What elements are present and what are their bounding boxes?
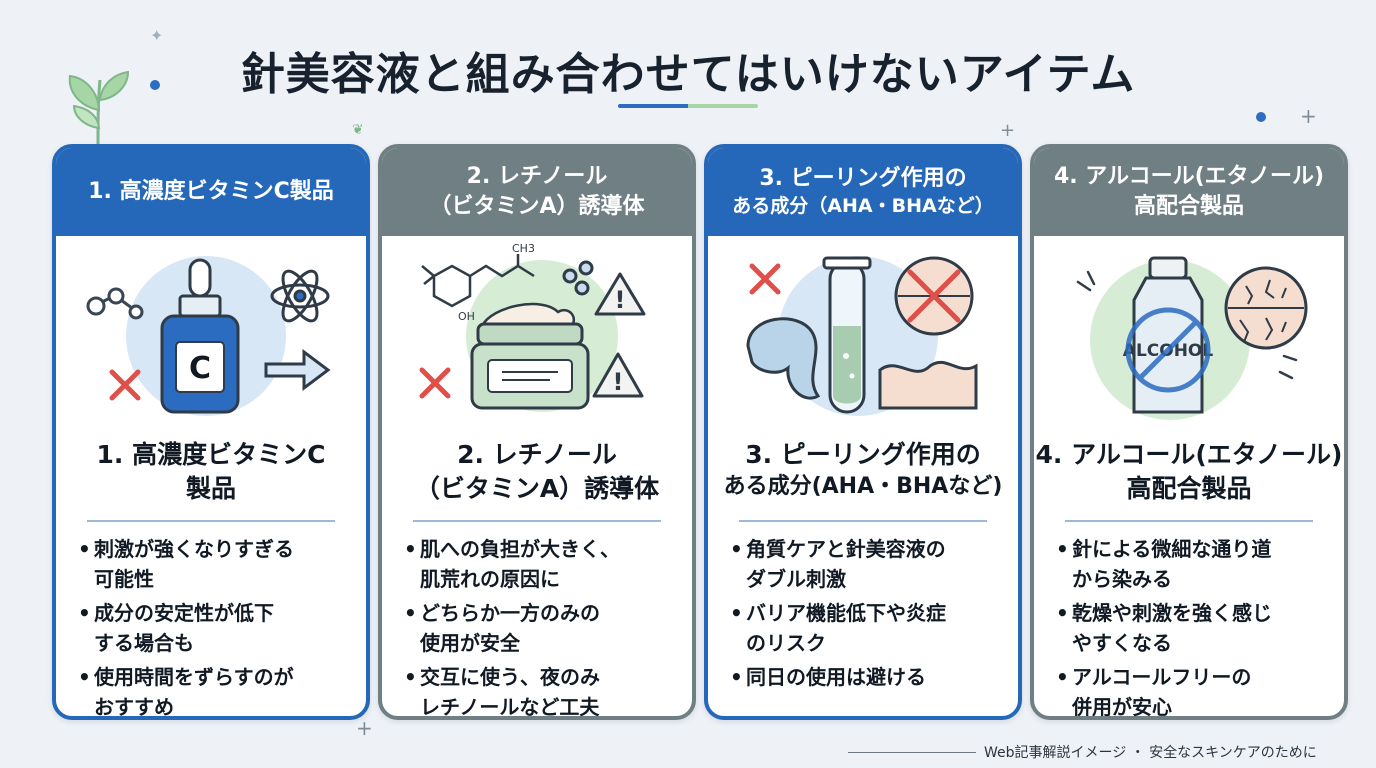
card-header: 4. アルコール(エタノール) 高配合製品: [1034, 148, 1344, 236]
card-header-text: 4. アルコール(エタノール): [1053, 164, 1325, 190]
bullet-item: 角質ケアと針美容液の: [730, 534, 1000, 564]
card-header: 3. ピーリング作用の ある成分（AHA・BHAなど）: [708, 148, 1018, 236]
card-title-line: 3. ピーリング作用の: [745, 440, 981, 469]
bullet-item: 同日の使用は避ける: [730, 662, 1000, 692]
bullet-continuation: ダブル刺激: [746, 567, 846, 591]
plant-sprout-icon: [68, 70, 130, 149]
arrow-right-icon: [264, 349, 331, 391]
bullet-item: 交互に使う、夜のみ: [404, 662, 674, 692]
retinol-structure-icon: [421, 254, 535, 308]
card-retinol: 2. レチノール （ビタミンA）誘導体 CH3 OH: [378, 144, 696, 720]
bullet-continuation: する場合も: [94, 631, 194, 655]
sparkle-icon: [1076, 270, 1298, 380]
card-header-text: （ビタミンA）誘導体: [429, 194, 645, 219]
card-title-line: 4. アルコール(エタノール): [1035, 440, 1343, 469]
chem-label: OH: [458, 310, 475, 323]
card-alcohol: 4. アルコール(エタノール) 高配合製品 ALCOHOL: [1030, 144, 1348, 720]
card-illustration: ALCOHOL: [1034, 236, 1344, 432]
molecule-icon: [562, 260, 594, 296]
card-title-line: 1. 高濃度ビタミンC: [96, 440, 326, 469]
card-title-line: 2. レチノール: [457, 440, 617, 469]
card-title: 1. 高濃度ビタミンC 製品: [56, 438, 366, 510]
divider: [413, 520, 661, 522]
no-symbol-icon: [1125, 307, 1211, 393]
bullet-list: 肌への負担が大きく、 肌荒れの原因に どちらか一方のみの 使用が安全 交互に使う…: [382, 534, 692, 719]
bullet-list: 刺激が強くなりすぎる 可能性 成分の安定性が低下 する場合も 使用時間をずらすの…: [56, 534, 366, 719]
bullet-list: 針による微細な通り道 から染みる 乾燥や刺激を強く感じ やすくなる アルコールフ…: [1034, 534, 1344, 719]
bullet-item: 使用時間をずらすのが: [78, 662, 348, 692]
sparkle-icon: +: [1300, 104, 1317, 128]
card-header: 1. 高濃度ビタミンC製品: [56, 148, 366, 236]
serum-bottle-icon: C: [160, 258, 240, 414]
bullet-item: どちらか一方のみの: [404, 598, 674, 628]
svg-text:!: !: [613, 368, 624, 396]
card-illustration: C: [56, 236, 366, 432]
sparkle-icon: ✦: [150, 26, 164, 45]
bullet-continuation: 併用が安心: [1072, 695, 1172, 719]
card-illustration: [708, 236, 1018, 432]
card-title: 4. アルコール(エタノール) 高配合製品: [1034, 438, 1344, 510]
card-illustration: CH3 OH ! !: [382, 236, 692, 432]
skin-layer-icon: [878, 256, 978, 410]
card-header-text: 3. ピーリング作用の: [759, 166, 967, 192]
bullet-item: 針による微細な通り道: [1056, 534, 1326, 564]
red-x-icon: [109, 369, 141, 401]
card-peeling: 3. ピーリング作用の ある成分（AHA・BHAなど）: [704, 144, 1022, 720]
card-title-line: （ビタミンA）誘導体: [414, 473, 660, 503]
cream-jar-icon: [470, 302, 590, 410]
bullet-item: 乾燥や刺激を強く感じ: [1056, 598, 1326, 628]
footer-rule: [848, 751, 976, 753]
card-title: 3. ピーリング作用の ある成分(AHA・BHAなど): [708, 438, 1018, 510]
leaf-icon: ❦: [352, 122, 364, 138]
bullet-item: 成分の安定性が低下: [78, 598, 348, 628]
bullet-list: 角質ケアと針美容液の ダブル刺激 バリア機能低下や炎症 のリスク 同日の使用は避…: [708, 534, 1018, 692]
card-header-text: 高配合製品: [1133, 194, 1244, 219]
card-header: 2. レチノール （ビタミンA）誘導体: [382, 148, 692, 236]
page-title: 針美容液と組み合わせてはいけないアイテム: [240, 49, 1136, 100]
bullet-continuation: 肌荒れの原因に: [420, 567, 560, 591]
bullet-continuation: 可能性: [94, 567, 154, 591]
sparkle-icon: +: [1000, 120, 1016, 141]
footer-text: Web記事解説イメージ ・ 安全なスキンケアのために: [984, 745, 1317, 761]
red-x-icon: [749, 263, 781, 295]
bullet-item: 肌への負担が大きく、: [404, 534, 674, 564]
svg-text:!: !: [615, 286, 626, 314]
test-tube-icon: [822, 256, 872, 414]
liquid-splash-icon: [746, 317, 821, 400]
bullet-item: バリア機能低下や炎症: [730, 598, 1000, 628]
card-title-line: 製品: [185, 473, 236, 503]
warning-icon: !: [592, 352, 644, 398]
bullet-item: 刺激が強くなりすぎる: [78, 534, 348, 564]
bullet-continuation: やすくなる: [1072, 631, 1172, 655]
warning-icon: !: [594, 272, 646, 316]
molecule-icon: [86, 287, 144, 320]
card-title-line: ある成分(AHA・BHAなど): [723, 473, 1003, 499]
bullet-item: アルコールフリーの: [1056, 662, 1326, 692]
divider: [1065, 520, 1313, 522]
red-x-icon: [419, 367, 451, 399]
bullet-continuation: のリスク: [746, 631, 826, 655]
divider: [87, 520, 335, 522]
card-title-line: 高配合製品: [1126, 473, 1252, 503]
sparkle-icon: +: [356, 716, 373, 740]
dot-icon: [1256, 112, 1266, 122]
atom-icon: [270, 269, 330, 323]
bullet-continuation: から染みる: [1072, 567, 1172, 591]
dry-skin-icon: [1224, 266, 1308, 350]
bullet-continuation: レチノールなど工夫: [420, 695, 600, 719]
dot-icon: [150, 80, 160, 90]
card-title: 2. レチノール （ビタミンA）誘導体: [382, 438, 692, 510]
card-header-text: 1. 高濃度ビタミンC製品: [88, 179, 334, 205]
card-header-text: ある成分（AHA・BHAなど）: [732, 195, 994, 218]
card-vitamin-c: 1. 高濃度ビタミンC製品 C: [52, 144, 370, 720]
bottle-label: C: [189, 351, 211, 386]
bullet-continuation: 使用が安全: [420, 631, 520, 655]
divider: [739, 520, 987, 522]
card-header-text: 2. レチノール: [466, 164, 608, 190]
title-underline: [618, 104, 758, 108]
chem-label: CH3: [512, 242, 535, 255]
footer: Web記事解説イメージ ・ 安全なスキンケアのために: [848, 742, 1317, 762]
bullet-continuation: おすすめ: [94, 695, 174, 719]
